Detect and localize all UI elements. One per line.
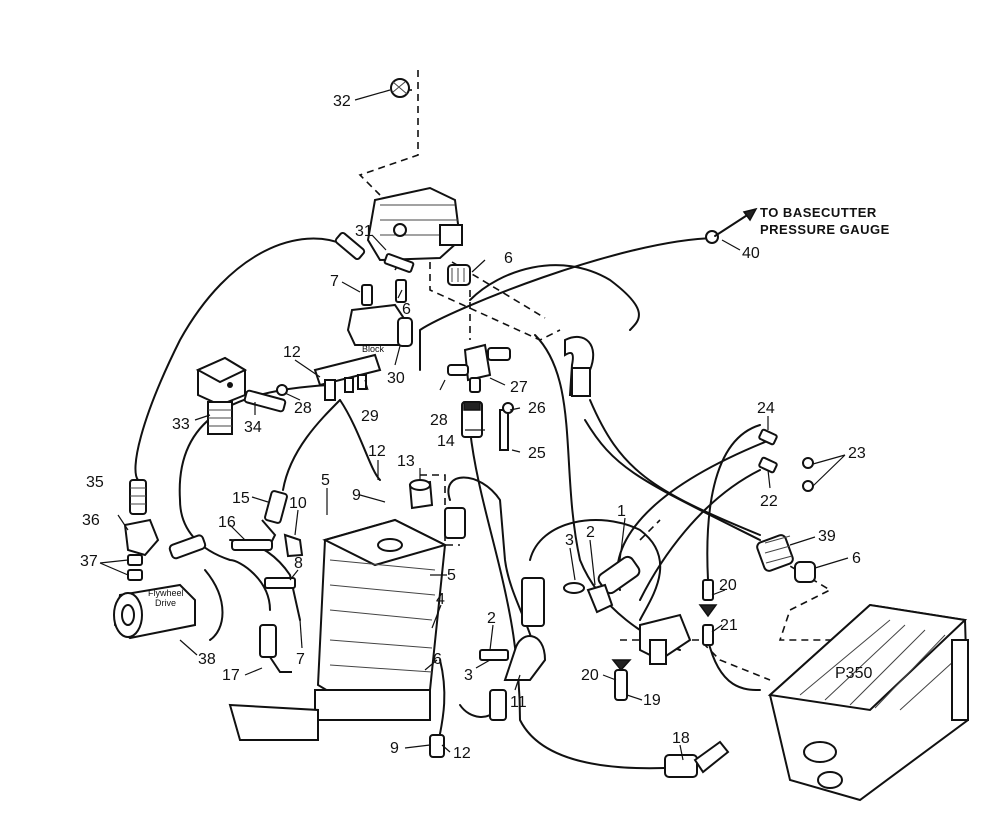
tee-fitting-27 <box>447 343 511 393</box>
cap-fitting-32 <box>390 78 410 98</box>
callout-27: 27 <box>510 379 528 396</box>
hose-routing <box>134 237 771 770</box>
callout-2: 2 <box>586 524 595 541</box>
callout-2: 2 <box>487 610 496 627</box>
callout-4: 4 <box>436 591 445 608</box>
callout-6: 6 <box>433 651 442 668</box>
elbow-18 <box>664 740 730 778</box>
elbow-36 <box>123 518 160 557</box>
callout-35: 35 <box>86 474 104 491</box>
block-fitting-30: Block <box>346 303 413 354</box>
note-line-2: PRESSURE GAUGE <box>760 222 890 237</box>
callout-22: 22 <box>760 493 778 510</box>
callout-24: 24 <box>757 400 775 417</box>
cap-13 <box>408 479 434 510</box>
callout-9: 9 <box>390 740 399 757</box>
callout-20: 20 <box>719 577 737 594</box>
callout-37: 37 <box>80 553 98 570</box>
fittings-37 <box>127 554 143 581</box>
check-valve <box>639 613 692 665</box>
callout-6: 6 <box>402 301 411 318</box>
callout-15: 15 <box>232 490 250 507</box>
hose-end-35 <box>129 479 147 515</box>
callout-9: 9 <box>352 487 361 504</box>
flywheel-drive-motor: Flywheel Drive <box>113 583 196 640</box>
adapter-39-6 <box>756 534 816 583</box>
gauge-fitting-40 <box>705 230 719 244</box>
callout-40: 40 <box>742 245 760 262</box>
hose-end-19 <box>611 659 632 701</box>
callout-7: 7 <box>296 651 305 668</box>
leader-lines <box>99 89 849 761</box>
callout-38: 38 <box>198 651 216 668</box>
callout-5: 5 <box>321 472 330 489</box>
callout-18: 18 <box>672 730 690 747</box>
callout-11: 11 <box>510 694 527 711</box>
callout-30: 30 <box>387 370 405 387</box>
callout-39: 39 <box>818 528 836 545</box>
callout-numbers: 32 31 7 6 6 40 12 30 27 28 28 29 33 34 2… <box>80 93 866 762</box>
callout-12: 12 <box>453 745 471 762</box>
callout-10: 10 <box>289 495 307 512</box>
callout-33: 33 <box>172 416 190 433</box>
flywheel-label-1: Flywheel <box>148 588 184 598</box>
callout-36: 36 <box>82 512 100 529</box>
hose-end-17 <box>259 624 292 673</box>
elbow-assembly-1-2-3 <box>563 555 641 614</box>
gear-pump-stack <box>228 518 448 741</box>
hose-end-14 <box>461 401 483 438</box>
callout-17: 17 <box>222 667 240 684</box>
callout-26: 26 <box>528 400 546 417</box>
fittings-20-21 <box>698 579 718 646</box>
callout-6: 6 <box>852 550 861 567</box>
callout-3: 3 <box>464 667 473 684</box>
callout-3: 3 <box>565 532 574 549</box>
callout-32: 32 <box>333 93 351 110</box>
callout-12: 12 <box>283 344 301 361</box>
callout-13: 13 <box>397 453 415 470</box>
elbow-11 <box>479 577 547 721</box>
callout-8: 8 <box>294 555 303 572</box>
fittings-15-16-10 <box>168 490 304 560</box>
flywheel-label-2: Drive <box>155 598 176 608</box>
p350-pump: P350 <box>767 603 970 802</box>
pump-label: P350 <box>835 665 872 682</box>
basecutter-arrow <box>714 207 758 237</box>
callout-28: 28 <box>294 400 312 417</box>
block-label: Block <box>362 344 385 354</box>
callout-19: 19 <box>643 692 661 709</box>
adapter-fitting-34 <box>243 384 288 413</box>
control-valve-block <box>366 186 463 262</box>
callout-34: 34 <box>244 419 262 436</box>
callout-29: 29 <box>361 408 379 425</box>
hose-end-lower <box>444 507 466 539</box>
callout-5: 5 <box>447 567 456 584</box>
fittings-22-23-24 <box>758 428 814 492</box>
small-fittings-7-6 <box>361 279 407 306</box>
callout-21: 21 <box>720 617 738 634</box>
callout-12: 12 <box>368 443 386 460</box>
note-line-1: TO BASECUTTER <box>760 205 877 220</box>
callout-7: 7 <box>330 273 339 290</box>
callout-16: 16 <box>218 514 236 531</box>
callout-23: 23 <box>848 445 866 462</box>
solenoid-valve-33 <box>195 356 248 435</box>
callout-14: 14 <box>437 433 455 450</box>
callout-31: 31 <box>355 223 373 240</box>
callout-1: 1 <box>617 503 626 520</box>
manifold-29 <box>313 353 382 401</box>
callout-20: 20 <box>581 667 599 684</box>
hose-end-31 <box>334 231 415 273</box>
callout-28: 28 <box>430 412 448 429</box>
callout-25: 25 <box>528 445 546 462</box>
fittings-9-12-bottom <box>429 734 445 758</box>
callout-6: 6 <box>504 250 513 267</box>
fitting-8 <box>264 577 296 589</box>
elbow-fitting-right <box>564 335 595 397</box>
union-fitting-6-top <box>447 264 471 286</box>
